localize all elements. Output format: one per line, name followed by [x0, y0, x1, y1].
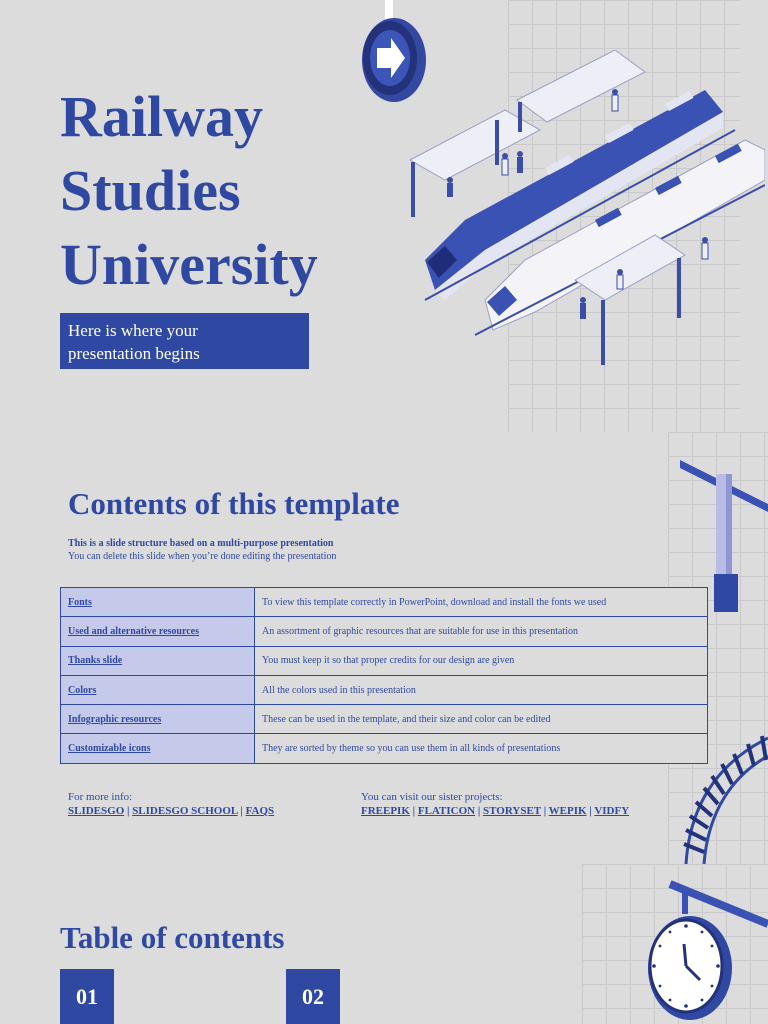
- toc-title: Table of contents: [60, 920, 285, 955]
- signal-post-icon: [680, 460, 768, 612]
- link-slidesgo[interactable]: SLIDESGO: [68, 805, 125, 817]
- contents-slide: Contents of this template This is a slid…: [0, 432, 768, 864]
- table-row: Colors All the colors used in this prese…: [60, 674, 708, 706]
- subtitle-line: Here is where your: [68, 321, 198, 340]
- sister-projects-links: FREEPIK | FLATICON | STORYSET | WEPIK | …: [361, 805, 630, 817]
- contents-title: Contents of this template: [68, 486, 400, 521]
- more-info-label: For more info:: [68, 791, 133, 803]
- link-storyset[interactable]: STORYSET: [483, 805, 541, 817]
- sister-projects: You can visit our sister projects: FREEP…: [361, 790, 629, 818]
- table-row: Infographic resources These can be used …: [60, 704, 708, 735]
- row-text: They are sorted by theme so you can use …: [254, 733, 708, 764]
- row-link[interactable]: Used and alternative resources: [60, 616, 255, 647]
- row-text: These can be used in the template, and t…: [254, 704, 708, 735]
- contents-description-bold: This is a slide structure based on a mul…: [68, 538, 334, 549]
- row-link[interactable]: Customizable icons: [60, 733, 255, 764]
- subtitle-line: presentation begins: [68, 344, 200, 363]
- title-line: University: [60, 232, 318, 297]
- sister-projects-label: You can visit our sister projects:: [361, 791, 503, 803]
- link-faqs[interactable]: FAQS: [245, 805, 275, 817]
- row-text: You must keep it so that proper credits …: [254, 645, 708, 676]
- more-info-links: SLIDESGO | SLIDESGO SCHOOL | FAQS: [68, 805, 275, 817]
- table-row: Customizable icons They are sorted by th…: [60, 733, 708, 764]
- title-slide: Railway Studies University Here is where…: [0, 0, 768, 432]
- subtitle-box: Here is where your presentation begins: [60, 313, 309, 369]
- link-vidfy[interactable]: VIDFY: [594, 805, 630, 817]
- arrow-sign-icon: [362, 0, 426, 102]
- row-link[interactable]: Fonts: [60, 586, 255, 618]
- table-of-contents-slide: Table of contents 01 02: [0, 864, 768, 1024]
- table-row: Fonts To view this template correctly in…: [60, 586, 708, 618]
- contents-table: Fonts To view this template correctly in…: [60, 586, 708, 764]
- table-row: Used and alternative resources An assort…: [60, 616, 708, 647]
- link-flaticon[interactable]: FLATICON: [417, 805, 476, 817]
- link-freepik[interactable]: FREEPIK: [361, 805, 410, 817]
- contents-description: You can delete this slide when you’re do…: [68, 551, 337, 562]
- link-slidesgo-school[interactable]: SLIDESGO SCHOOL: [132, 805, 238, 817]
- page-title: Railway Studies University: [60, 80, 318, 302]
- link-wepik[interactable]: WEPIK: [548, 805, 587, 817]
- row-text: An assortment of graphic resources that …: [254, 616, 708, 647]
- section-number-box: 02: [286, 969, 340, 1024]
- row-text: All the colors used in this presentation: [254, 674, 708, 706]
- row-link[interactable]: Colors: [60, 674, 255, 706]
- train-station-illustration: [408, 50, 765, 365]
- title-line: Railway: [60, 84, 263, 149]
- row-link[interactable]: Thanks slide: [60, 645, 255, 676]
- clock-icon: [648, 880, 768, 1020]
- row-text: To view this template correctly in Power…: [254, 586, 708, 618]
- more-info: For more info: SLIDESGO | SLIDESGO SCHOO…: [68, 790, 274, 818]
- title-line: Studies: [60, 158, 241, 223]
- row-link[interactable]: Infographic resources: [60, 704, 255, 735]
- table-row: Thanks slide You must keep it so that pr…: [60, 645, 708, 676]
- curved-track-icon: [683, 735, 768, 864]
- section-number-box: 01: [60, 969, 114, 1024]
